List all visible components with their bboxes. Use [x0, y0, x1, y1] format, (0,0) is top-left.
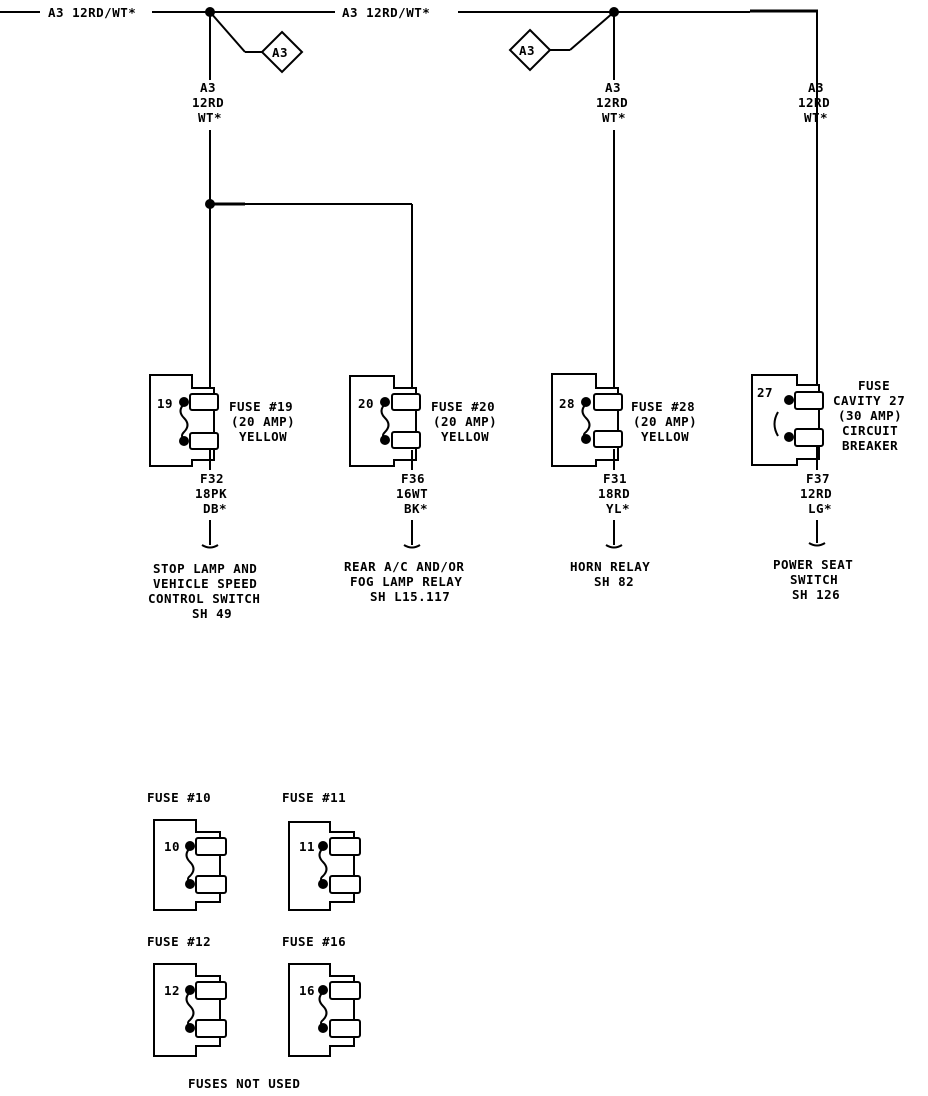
- fuse-cavity-number: 28: [559, 396, 575, 411]
- unused-fuse-cavity: 16: [299, 983, 315, 998]
- drop-label-line: A3: [605, 80, 621, 95]
- splice-right-label: A3: [519, 43, 535, 58]
- splice-left: A3: [209, 11, 304, 74]
- fuse-20: 20 FUSE #20 (20 AMP) YELLOW F36 16WT BK*…: [344, 375, 497, 604]
- unused-fuses-caption: FUSES NOT USED: [188, 1076, 300, 1091]
- fuse-desc-line: YELLOW: [441, 429, 489, 444]
- fuse-desc-line: FUSE #20: [431, 399, 495, 414]
- wire-label-line: 18RD: [598, 486, 630, 501]
- fuse-desc-line: FUSE #19: [229, 399, 293, 414]
- destination-line: POWER SEAT: [773, 557, 853, 572]
- drop-label-line: WT*: [602, 110, 626, 125]
- fuse-desc-line: (30 AMP): [838, 408, 902, 423]
- fuse-desc-line: YELLOW: [239, 429, 287, 444]
- bus-label-mid: A3 12RD/WT*: [342, 5, 430, 20]
- drop-label-line: 12RD: [596, 95, 628, 110]
- drop-label-line: A3: [808, 80, 824, 95]
- unused-fuse-cavity: 10: [164, 839, 180, 854]
- destination-line: SWITCH: [790, 572, 838, 587]
- fuse-desc-line: FUSE #28: [631, 399, 695, 414]
- fuse-desc-line: BREAKER: [842, 438, 898, 453]
- destination-line: VEHICLE SPEED: [153, 576, 257, 591]
- unused-fuse-title: FUSE #11: [282, 790, 346, 805]
- unused-fuse-title: FUSE #10: [147, 790, 211, 805]
- fuse-desc-line: FUSE: [858, 378, 890, 393]
- fuse-28: 28 FUSE #28 (20 AMP) YELLOW F31 18RD YL*…: [551, 373, 697, 589]
- wire-label-line: F36: [401, 471, 425, 486]
- unused-fuse-11: FUSE #11 11: [282, 790, 361, 911]
- destination-line: SH 49: [192, 606, 232, 621]
- drop-label-line: WT*: [198, 110, 222, 125]
- splice-left-label: A3: [272, 45, 288, 60]
- fuse-desc-line: (20 AMP): [231, 414, 295, 429]
- fuse-desc-line: CIRCUIT: [842, 423, 898, 438]
- wire-label-line: BK*: [404, 501, 428, 516]
- destination-line: SH L15.117: [370, 589, 450, 604]
- drop-mid: A3 12RD WT*: [596, 12, 628, 395]
- destination-line: HORN RELAY: [570, 559, 650, 574]
- destination-line: SH 126: [792, 587, 840, 602]
- bus-label-left: A3 12RD/WT*: [48, 5, 136, 20]
- fuse-cavity-number: 19: [157, 396, 173, 411]
- fuse-desc-line: (20 AMP): [633, 414, 697, 429]
- unused-fuse-12: FUSE #12 12: [147, 934, 227, 1057]
- drop-label-line: 12RD: [798, 95, 830, 110]
- fuse-desc-line: (20 AMP): [433, 414, 497, 429]
- unused-fuse-cavity: 11: [299, 839, 315, 854]
- destination-line: STOP LAMP AND: [153, 561, 257, 576]
- main-bus: A3 12RD/WT* A3 12RD/WT*: [0, 5, 818, 395]
- destination-line: REAR A/C AND/OR: [344, 559, 464, 574]
- drop-left: A3 12RD WT*: [192, 12, 413, 395]
- unused-fuse-title: FUSE #12: [147, 934, 211, 949]
- drop-label-line: 12RD: [192, 95, 224, 110]
- fuse-19: 19 FUSE #19 (20 AMP) YELLOW F32 18PK DB*…: [148, 374, 295, 621]
- wire-label-line: 18PK: [195, 486, 227, 501]
- wire-label-line: F37: [806, 471, 830, 486]
- wire-label-line: YL*: [606, 501, 630, 516]
- splice-right: A3: [508, 11, 615, 72]
- drop-label-line: WT*: [804, 110, 828, 125]
- unused-fuse-title: FUSE #16: [282, 934, 346, 949]
- wire-label-line: F31: [603, 471, 627, 486]
- fuse-desc-line: CAVITY 27: [833, 393, 905, 408]
- unused-fuse-10: FUSE #10 10: [147, 790, 227, 911]
- wire-label-line: DB*: [203, 501, 227, 516]
- destination-line: SH 82: [594, 574, 634, 589]
- wire-label-line: 12RD: [800, 486, 832, 501]
- wire-label-line: LG*: [808, 501, 832, 516]
- fuse-desc-line: YELLOW: [641, 429, 689, 444]
- wire-label-line: 16WT: [396, 486, 428, 501]
- fuse-cavity-number: 20: [358, 396, 374, 411]
- fuse-cavity-number: 27: [757, 385, 773, 400]
- drop-right: A3 12RD WT*: [798, 80, 830, 125]
- unused-fuse-16: FUSE #16 16: [282, 934, 361, 1057]
- drop-label-line: A3: [200, 80, 216, 95]
- wire-label-line: F32: [200, 471, 224, 486]
- circuit-breaker-27: 27 FUSE CAVITY 27 (30 AMP) CIRCUIT BREAK…: [751, 374, 905, 602]
- destination-line: CONTROL SWITCH: [148, 591, 260, 606]
- destination-line: FOG LAMP RELAY: [350, 574, 462, 589]
- unused-fuse-cavity: 12: [164, 983, 180, 998]
